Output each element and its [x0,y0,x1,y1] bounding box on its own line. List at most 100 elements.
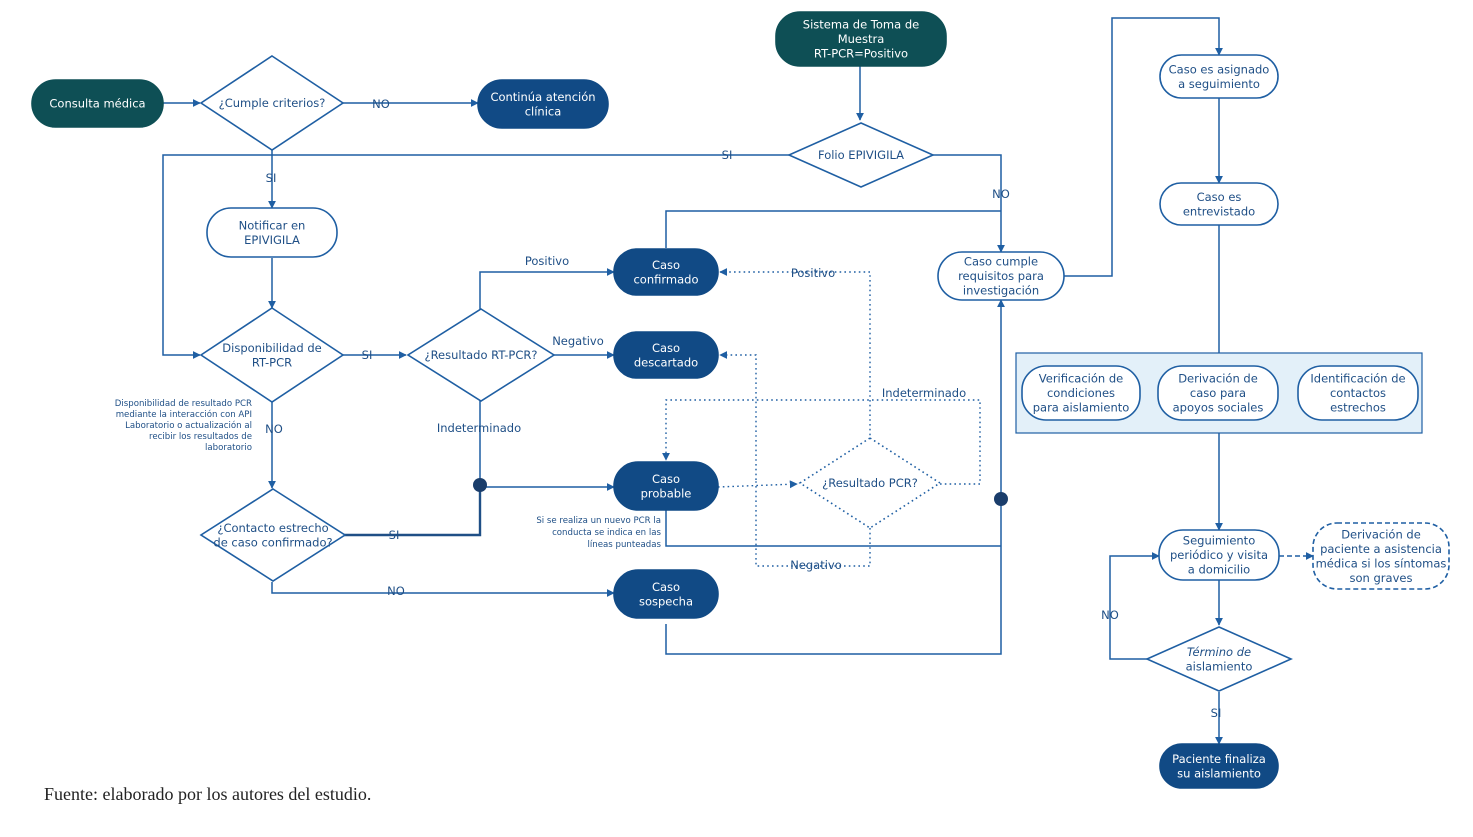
edge-folio-si-disponibilidad [162,154,789,359]
node-text-line: entrevistado [1183,204,1255,218]
label-no-folio: NO [992,187,1010,201]
node-text-line: Folio EPIVIGILA [818,148,904,162]
node-shape [937,251,1065,301]
node-shape [206,207,338,258]
connectors [162,17,1314,745]
node-shape [199,488,347,582]
label-indeterminado: Indeterminado [437,421,521,435]
node-shape [613,248,719,296]
node-shape [1312,522,1450,590]
label-positivo: Positivo [525,254,569,268]
node-shape [1159,182,1279,226]
node-shape [1159,743,1279,789]
node-resultado-rtpcr: ¿Resultado RT-PCR? [406,308,556,402]
edge-labels: NO SI SI NO SI NO Positivo Negativo Inde… [265,97,1221,720]
node-text-line: Caso [652,580,680,594]
node-text-line: Continúa atención [490,90,595,104]
node-text-line: Seguimiento [1183,534,1255,548]
node-text-line: Identificación de [1310,372,1405,386]
junction-dot-left [473,478,487,492]
edge-resultado-probable [479,400,615,491]
node-shape [798,437,942,529]
node-text-line: sospecha [639,594,693,608]
node-shape [1158,529,1280,581]
node-text-line: a seguimiento [1178,77,1260,91]
edge-sospecha-bus [665,299,1005,655]
node-text-line: Derivación de [1341,527,1421,541]
node-text-line: son graves [1350,571,1413,585]
node-text-line: Muestra [838,32,885,46]
node-text-line: ¿Contacto estrecho [217,521,328,535]
node-text-line: paciente a asistencia [1320,542,1442,556]
label-si-termino: SI [1211,706,1222,720]
edge-resultado-confirmado [479,268,615,310]
node-text-line: probable [641,486,692,500]
node-shape [477,79,609,129]
node-text-line: RT-PCR=Positivo [814,47,908,61]
edge-confirmado-loop [665,210,1001,248]
node-shape [787,122,935,188]
note-disp-line-2: mediante la interacción con API [116,409,252,420]
node-text-line: Paciente finaliza [1172,752,1266,766]
note-disp-line-3: Laboratorio o actualización al [125,420,252,431]
node-text-line: Caso [652,341,680,355]
label-no-cumple: NO [372,97,390,111]
node-shape [613,461,719,511]
node-text-line: caso para [1190,386,1246,400]
node-consulta: Consulta médica [31,79,164,128]
node-shape [199,307,345,403]
note-punteadas: Si se realiza un nuevo PCR la conducta s… [536,516,661,550]
node-text-line: aislamiento [1186,659,1253,673]
node-text-line: EPIVIGILA [244,233,300,247]
label-indeterminado-dotted: Indeterminado [882,386,966,400]
node-text-line: Caso [652,258,680,272]
node-text-line: ¿Resultado PCR? [822,476,918,490]
node-shape [1145,626,1293,692]
edge-termino-no [1109,552,1160,660]
node-text-line: investigación [963,284,1039,298]
label-negativo-dotted: Negativo [790,558,842,572]
nodes: Consulta médica¿Cumple criterios?Continú… [31,11,1450,789]
edge-probable-bus [665,510,1001,547]
label-si-disp: SI [362,348,373,362]
dotted-positivo [719,268,871,440]
note-disp-line-4: recibir los resultados de [149,432,252,442]
node-shape [31,79,164,128]
edge-contacto-sospecha [271,582,615,597]
source-caption: Fuente: elaborado por los autores del es… [44,784,372,804]
label-no-disp: NO [265,422,283,436]
node-text-line: Caso cumple [964,255,1038,269]
label-negativo: Negativo [552,334,604,348]
node-shape [1159,54,1279,99]
node-text-line: periódico y visita [1170,548,1268,562]
node-text-line: Caso [652,472,680,486]
node-shape [1297,365,1419,421]
dotted-connectors [662,268,981,567]
node-text-line: Verificación de [1039,372,1123,386]
node-text-line: a domicilio [1188,563,1250,577]
node-text-line: Notificar en [239,218,306,232]
node-folio: Folio EPIVIGILA [787,122,935,188]
node-text-line: su aislamiento [1177,766,1261,780]
node-resultado-pcr: ¿Resultado PCR? [798,437,942,529]
node-text-line: Consulta médica [49,97,145,111]
edge-cumple-req-asignado [1064,17,1223,277]
node-text-line: Sistema de Toma de [803,18,919,32]
node-shape [613,331,719,379]
node-text-line: Caso es asignado [1169,62,1270,76]
note-punt-line-1: Si se realiza un nuevo PCR la [536,516,661,526]
